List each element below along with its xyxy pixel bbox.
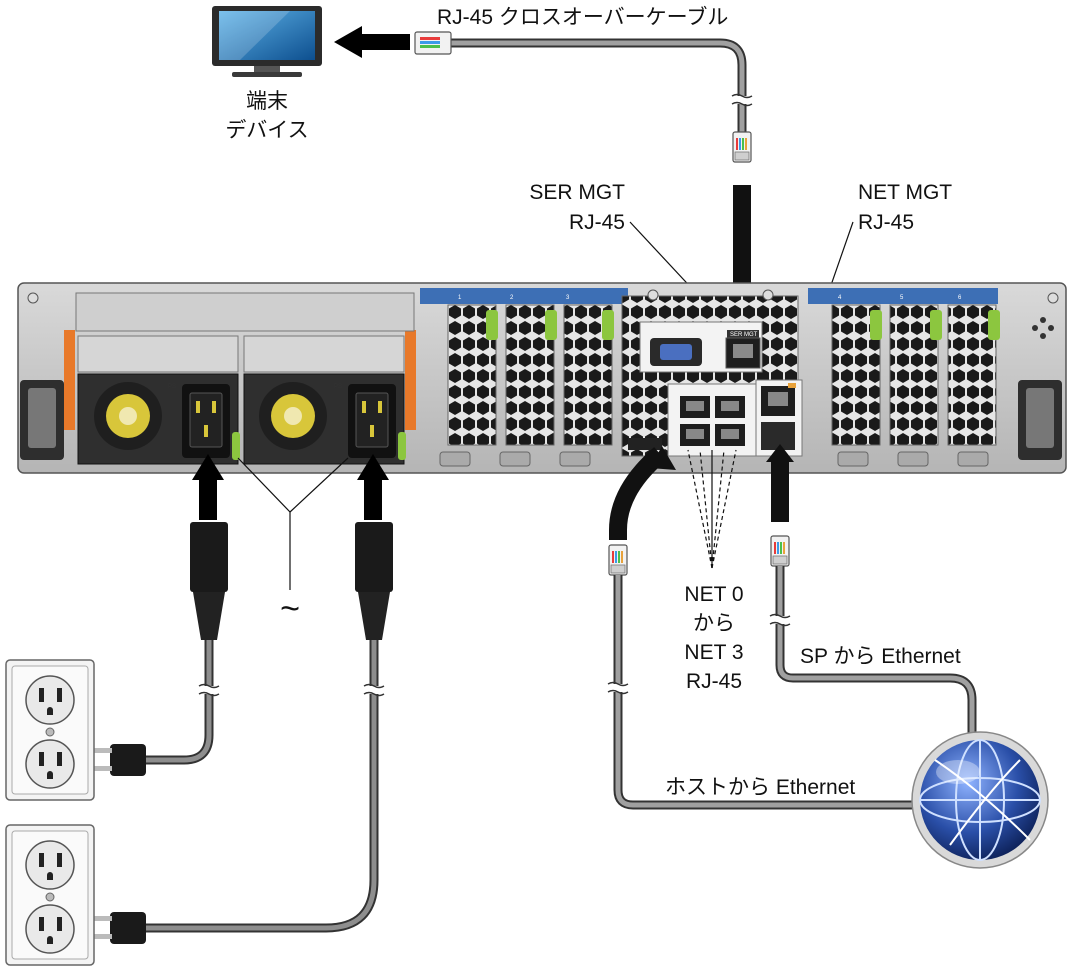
wall-outlet-icon bbox=[5, 824, 95, 966]
arrow-to-terminal-icon bbox=[334, 26, 410, 58]
host-ethernet-label: ホストから Ethernet bbox=[665, 776, 855, 799]
crossover-cable-label: RJ-45 クロスオーバーケーブル bbox=[437, 6, 728, 29]
net-ports-label-line4: RJ-45 bbox=[686, 670, 742, 693]
ser-mgt-cable-thick bbox=[733, 185, 751, 313]
net-ports-label-line1: NET 0 bbox=[684, 583, 743, 606]
sp-ethernet-thick bbox=[771, 458, 789, 522]
host-ethernet-thick bbox=[609, 447, 666, 540]
crossover-cable bbox=[448, 38, 747, 135]
pcie-slot-4-label: 4 bbox=[838, 295, 842, 301]
net-ports-label-line2: から bbox=[693, 612, 735, 635]
terminal-label-line1: 端末 bbox=[246, 90, 288, 113]
power-arrow-1-icon bbox=[192, 454, 224, 520]
monitor-icon bbox=[212, 6, 322, 77]
ser-mgt-label-line1: SER MGT bbox=[529, 181, 625, 204]
psu-tag-1: PS bbox=[168, 384, 176, 390]
power-plug-icon bbox=[190, 522, 393, 640]
net-mgt-label-line1: NET MGT bbox=[858, 181, 952, 204]
net-ports-label-line3: NET 3 bbox=[684, 641, 743, 664]
power-plug-icon bbox=[92, 744, 146, 944]
rj45-plug-icon bbox=[770, 535, 790, 567]
terminal-label-line2: デバイス bbox=[225, 119, 308, 142]
net-mgt-label-line2: RJ-45 bbox=[858, 211, 914, 234]
host-ethernet-cable bbox=[613, 575, 920, 810]
rj45-plug-icon bbox=[732, 131, 752, 163]
server-chassis: PS PS 1 2 3 4 5 6 bbox=[17, 282, 1067, 474]
wall-outlet-icon bbox=[5, 659, 95, 801]
rj45-plug-icon bbox=[608, 544, 628, 576]
power-arrow-2-icon bbox=[357, 454, 389, 520]
ser-mgt-tag: SER MGT bbox=[730, 332, 758, 338]
rj45-plug-icon bbox=[414, 31, 452, 55]
power-cable-2 bbox=[125, 640, 379, 933]
ac-symbol: ~ bbox=[280, 590, 300, 628]
pcie-slot-5-label: 5 bbox=[900, 295, 904, 301]
globe-icon bbox=[911, 731, 1049, 869]
pcie-slot-3-label: 3 bbox=[566, 295, 570, 301]
pcie-slot-1-label: 1 bbox=[458, 295, 462, 301]
pcie-slot-2-label: 2 bbox=[510, 295, 514, 301]
psu-tag-2: PS bbox=[334, 384, 342, 390]
power-cable-1 bbox=[125, 640, 214, 765]
pcie-slot-6-label: 6 bbox=[958, 295, 962, 301]
ser-mgt-label-line2: RJ-45 bbox=[569, 211, 625, 234]
sp-ethernet-label: SP から Ethernet bbox=[800, 645, 961, 668]
